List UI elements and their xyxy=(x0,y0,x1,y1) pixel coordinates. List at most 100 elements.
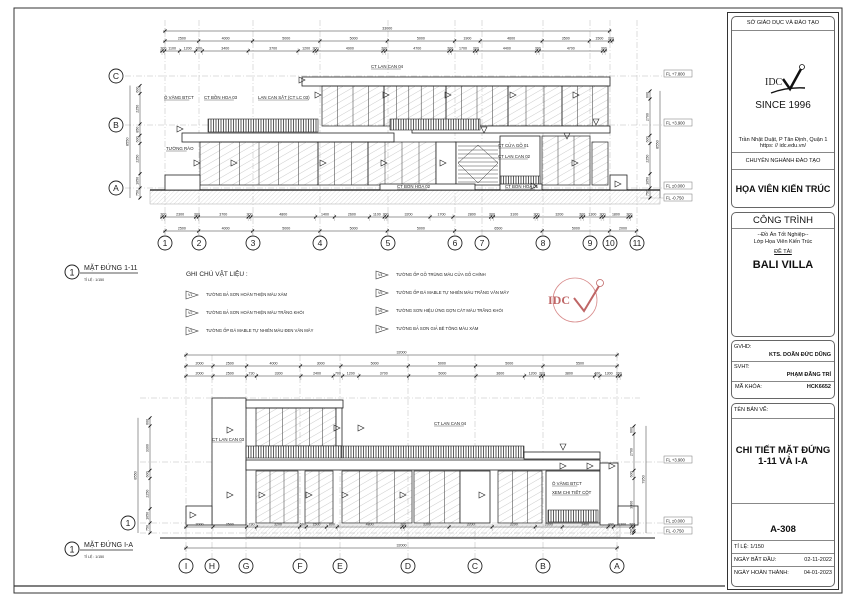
dimension-tick xyxy=(632,468,636,473)
dimension-tick xyxy=(148,476,152,481)
dimension-text: 2400 xyxy=(313,372,321,376)
drawing-name-1: CHI TIẾT MẶT ĐỨNG xyxy=(735,445,831,456)
dimension-text: 200 xyxy=(601,47,607,51)
callout-label: CT BỒN HOA 02 xyxy=(397,184,431,189)
start-date-row: NGÀY BẮT ĐẦU:02-11-2022 xyxy=(732,554,834,567)
glass-window xyxy=(497,470,543,524)
material-tag-icon xyxy=(592,118,600,126)
grid-label: 7 xyxy=(480,238,485,248)
end-label: NGÀY HOÀN THÀNH: xyxy=(734,570,789,576)
grid-label: 4 xyxy=(318,238,323,248)
major: HỌA VIÊN KIẾN TRÚC xyxy=(735,184,831,194)
dimension-text: 33000 xyxy=(382,27,392,31)
view-number-bubble xyxy=(64,264,80,280)
grid-bubble xyxy=(292,558,308,574)
dimension-text: 2500 xyxy=(226,372,234,376)
dimension-tick xyxy=(148,506,152,511)
grid-bubble xyxy=(535,235,551,251)
material-tag-icon xyxy=(444,91,452,99)
door-swing xyxy=(457,144,499,184)
dimension-text: 4800 xyxy=(366,523,374,527)
dimension-text: 1200 xyxy=(302,47,310,51)
view-title-1-11: 1 MẶT ĐỨNG 1-11 TỈ LỆ : 1/150 xyxy=(64,263,138,282)
dimension-tick xyxy=(148,416,152,420)
dimension-text: 2700 xyxy=(646,113,650,121)
glass-window xyxy=(591,141,609,186)
dimension-text: 3700 xyxy=(380,372,388,376)
material-tag-icon xyxy=(563,132,571,140)
level-tag-box xyxy=(663,526,693,535)
dimension-text: 1200 xyxy=(347,372,355,376)
dimension-text: 4000 xyxy=(270,362,278,366)
dimension-text: 200 xyxy=(489,213,495,217)
dimension-text: 200 xyxy=(247,213,253,217)
dimension-text: 200 xyxy=(160,47,166,51)
material-tag-icon xyxy=(341,491,349,499)
grid-bubble xyxy=(245,235,261,251)
svg-text:IDC: IDC xyxy=(548,293,570,307)
start-date: 02-11-2022 xyxy=(804,557,832,563)
grid-bubble xyxy=(609,558,625,574)
dimension-text: 1900 xyxy=(463,37,471,41)
dimension-tick xyxy=(138,141,142,146)
grid-label: H xyxy=(209,561,215,571)
dimension-text: 4800 xyxy=(279,213,287,217)
dimension-text: 850 xyxy=(136,127,140,133)
dimension-text: 1200 xyxy=(529,372,537,376)
grid-label: 5 xyxy=(386,238,391,248)
dimension-tick xyxy=(648,171,652,176)
dimension-text: 200 xyxy=(616,372,622,376)
material-tag: V6 xyxy=(378,309,382,313)
material-tag-icon xyxy=(193,159,201,167)
major-label: CHUYÊN NGHÀNH ĐÀO TẠO xyxy=(732,153,834,170)
dimension-text: 750 xyxy=(136,190,140,196)
dimension-text: 600 xyxy=(146,419,150,425)
material-tag-icon xyxy=(298,76,306,84)
entrance-stair xyxy=(455,141,501,186)
dimension-text: 3200 xyxy=(555,213,563,217)
project-label: CÔNG TRÌNH xyxy=(732,213,834,229)
dimension-text: 3700 xyxy=(269,47,277,51)
dimension-text: 3600 xyxy=(496,372,504,376)
dimension-total: 8550 xyxy=(126,138,130,146)
dimension-tick xyxy=(138,133,142,138)
material-tag: V5 xyxy=(378,291,382,295)
topic-label: ĐỀ TÀI xyxy=(774,249,792,255)
dimension-text: 1700 xyxy=(438,213,446,217)
grid-label: D xyxy=(405,561,411,571)
dimension-text: 3800 xyxy=(565,372,573,376)
dimension-text: 600 xyxy=(646,92,650,98)
view-scale: TỈ LỆ : 1/150 xyxy=(84,554,104,559)
dimension-text: 5500 xyxy=(576,362,584,366)
dimension-text: 2250 xyxy=(646,155,650,163)
dimension-text: 600 xyxy=(136,87,140,93)
dimension-text: 200 xyxy=(579,213,585,217)
dimension-text: 3300 xyxy=(146,444,150,452)
drawing-name-2: 1-11 VÀ I-A xyxy=(732,456,834,504)
dimension-text: 200 xyxy=(447,47,453,51)
dimension-text: 2250 xyxy=(136,155,140,163)
grid-label: A xyxy=(614,561,620,571)
dimension-text: 500 xyxy=(300,523,306,527)
grid-bubble xyxy=(447,235,463,251)
dimension-text: 2800 xyxy=(468,213,476,217)
dimension-text: 1200 xyxy=(184,47,192,51)
dimension-text: 600 xyxy=(136,136,140,142)
dimension-text: 750 xyxy=(646,190,650,196)
callout-label: CT BỒN HOA 01 xyxy=(505,184,539,189)
drawing-panel: TÊN BẢN VẼ: CHI TIẾT MẶT ĐỨNG 1-11 VÀ I-… xyxy=(731,403,835,587)
material-tag: V7 xyxy=(378,327,382,331)
material-tag-icon xyxy=(559,462,567,470)
dimension-text: 3300 xyxy=(275,372,283,376)
floor-slab xyxy=(245,459,601,471)
dimension-text: 1500 xyxy=(312,523,320,527)
idc-logo: IDC xyxy=(732,61,834,97)
grid-bubble xyxy=(535,558,551,574)
material-tag-icon xyxy=(509,91,517,99)
railing xyxy=(341,445,525,459)
dimension-tick xyxy=(148,468,152,473)
level-tag: FL -0.750 xyxy=(666,196,684,201)
material-tag-icon xyxy=(399,491,407,499)
material-tag-icon xyxy=(375,306,389,316)
